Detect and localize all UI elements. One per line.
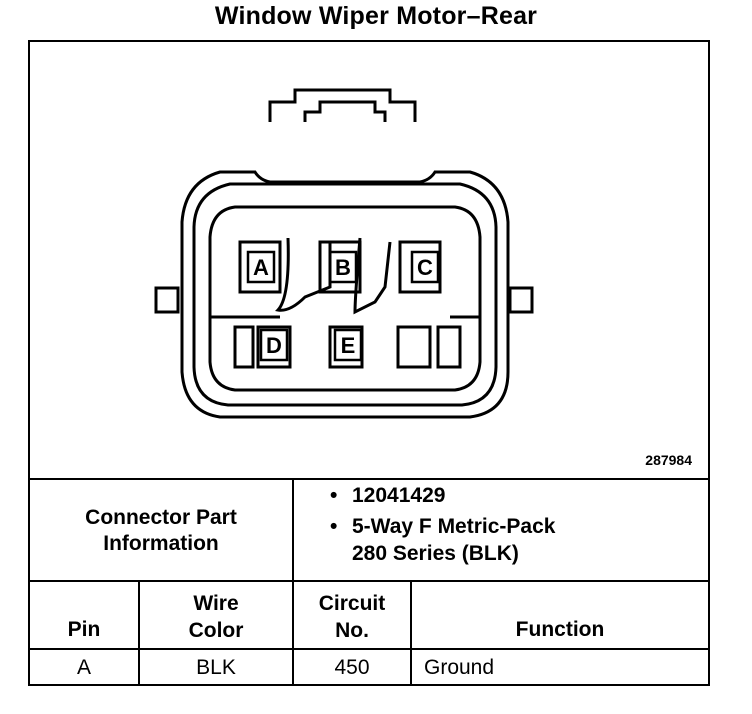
pin-label-d: D — [266, 333, 282, 358]
row-pin: A — [76, 656, 91, 679]
row-function: Ground — [424, 656, 495, 679]
header-wire-color-line2: Color — [188, 619, 244, 642]
header-pin: Pin — [67, 618, 101, 641]
divider — [292, 580, 294, 686]
pin-label-c: C — [417, 255, 433, 280]
list-item: • 12041429 — [330, 482, 555, 509]
connector-drawing: A B C D E — [154, 88, 534, 419]
divider — [30, 580, 708, 582]
header-wire-color-line1: Wire — [193, 592, 239, 615]
description-line1: 5-Way F Metric-Pack — [352, 515, 556, 538]
outer-housing — [180, 170, 510, 419]
divider — [30, 648, 708, 650]
latch — [268, 88, 417, 122]
pin-label-e: E — [341, 333, 356, 358]
connector-info-list: • 12041429 • 5-Way F Metric-Pack 280 Ser… — [330, 482, 555, 567]
header-circuit-line1: Circuit — [318, 592, 386, 615]
connector-frame: A B C D E 287984 Connector Part Informat… — [28, 40, 710, 686]
right-tab — [508, 286, 534, 314]
page-title: Window Wiper Motor–Rear — [214, 2, 538, 30]
inner-cavity — [208, 205, 482, 392]
pin-label-a: A — [253, 255, 269, 280]
left-tab — [154, 286, 180, 314]
pin-label-b: B — [335, 255, 351, 280]
connector-info-label-line1: Connector Part — [85, 506, 237, 529]
connector-description: 5-Way F Metric-Pack 280 Series (BLK) — [352, 513, 555, 567]
divider — [138, 580, 140, 686]
header-function: Function — [515, 618, 605, 641]
divider — [30, 478, 708, 480]
part-number: 12041429 — [352, 484, 446, 507]
bullet-icon: • — [330, 484, 338, 507]
divider — [410, 580, 412, 686]
list-item: • 5-Way F Metric-Pack 280 Series (BLK) — [330, 513, 555, 567]
connector-info-label: Connector Part Information — [30, 480, 292, 582]
divider — [292, 478, 294, 582]
bullet-icon: • — [330, 515, 338, 538]
figure-id: 287984 — [645, 452, 692, 468]
header-circuit-line2: No. — [335, 619, 369, 642]
row-circuit: 450 — [334, 656, 370, 679]
header-wire-color: Wire Color — [140, 590, 292, 644]
connector-info-label-line2: Information — [103, 532, 219, 555]
row-wire-color: BLK — [196, 656, 236, 679]
description-line2: 280 Series (BLK) — [352, 542, 519, 565]
connector-diagram: A B C D E 287984 — [30, 42, 708, 478]
header-circuit: Circuit No. — [294, 590, 410, 644]
